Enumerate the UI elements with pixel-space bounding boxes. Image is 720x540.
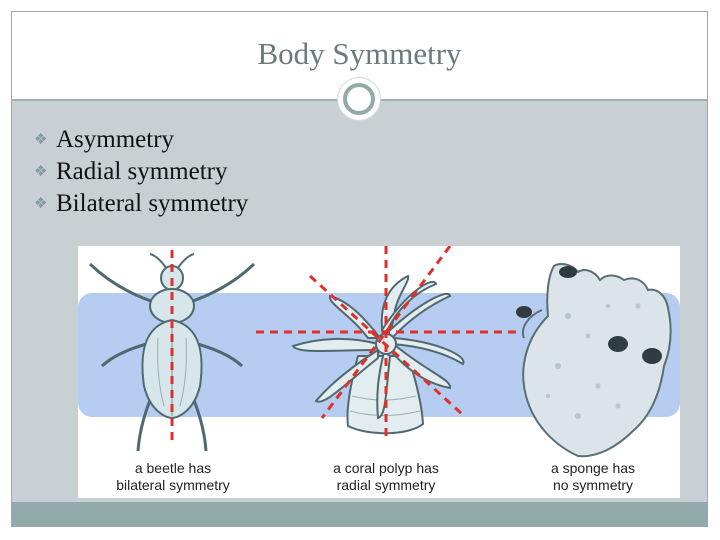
wing-bullet-icon: ❖ — [34, 196, 48, 212]
footer-bar — [12, 502, 707, 526]
caption-sponge: a sponge has no symmetry — [508, 460, 678, 494]
bullet-text: Asymmetry — [56, 126, 175, 153]
sponge-texture — [546, 303, 641, 419]
sponge-pores — [516, 266, 662, 364]
bullet-item-bilateral: ❖ Bilateral symmetry — [34, 188, 248, 220]
caption-line: a coral polyp has — [333, 460, 439, 476]
slide-title: Body Symmetry — [257, 36, 462, 71]
wing-bullet-icon: ❖ — [34, 164, 48, 180]
wing-bullet-icon: ❖ — [34, 132, 48, 148]
figure-illustrations — [88, 246, 672, 458]
bullet-item-radial: ❖ Radial symmetry — [34, 156, 248, 188]
bullet-item-asymmetry: ❖ Asymmetry — [34, 124, 248, 156]
bullet-list: ❖ Asymmetry ❖ Radial symmetry ❖ Bilatera… — [34, 124, 248, 220]
slide-frame — [11, 11, 708, 527]
caption-beetle: a beetle has bilateral symmetry — [88, 460, 258, 494]
caption-line: a beetle has — [134, 460, 212, 476]
caption-line: no symmetry — [552, 477, 634, 493]
ring-inner — [343, 83, 375, 115]
bullet-text: Radial symmetry — [56, 158, 228, 185]
divider-ring-icon — [337, 77, 381, 121]
bullet-text: Bilateral symmetry — [56, 190, 249, 217]
sponge-illustration — [522, 263, 672, 458]
caption-line: bilateral symmetry — [116, 477, 230, 493]
caption-polyp: a coral polyp has radial symmetry — [301, 460, 471, 494]
symmetry-figure: a beetle has bilateral symmetry a coral … — [78, 246, 680, 498]
polyp-symmetry-lines — [256, 246, 516, 442]
caption-line: radial symmetry — [336, 477, 436, 493]
polyp-illustration — [291, 274, 465, 435]
caption-line: a sponge has — [550, 460, 636, 476]
